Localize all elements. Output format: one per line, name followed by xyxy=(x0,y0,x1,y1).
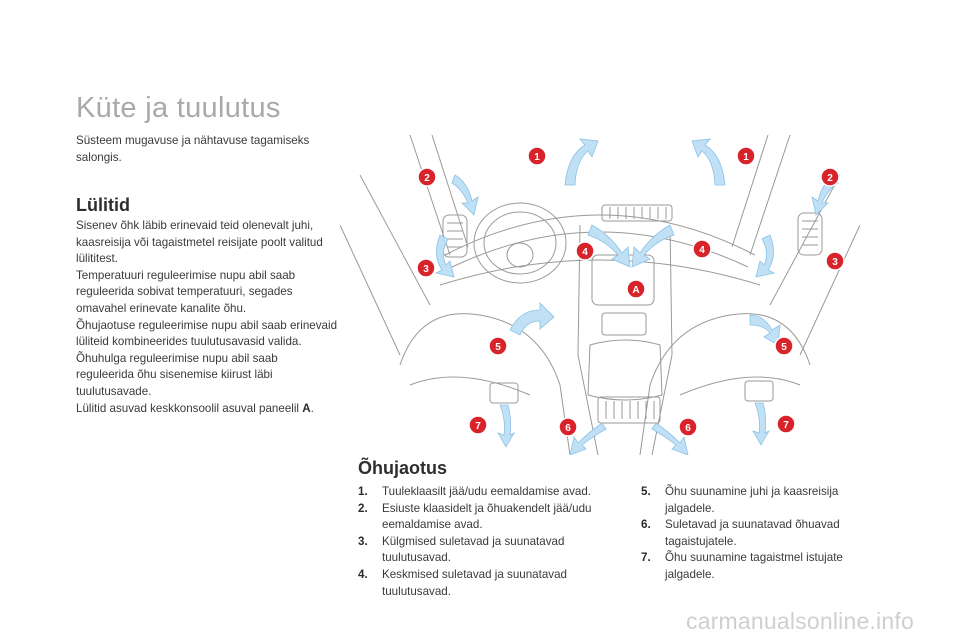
section-title-distribution: Õhujaotus xyxy=(358,458,447,478)
item-number: 7. xyxy=(641,551,651,565)
item-number: 3. xyxy=(358,534,368,548)
svg-text:7: 7 xyxy=(475,421,481,432)
badge-1-right: 1 xyxy=(736,146,756,166)
badge-2-right: 2 xyxy=(820,167,840,187)
badge-a: A xyxy=(626,279,646,299)
svg-text:7: 7 xyxy=(783,420,789,431)
badge-5-right: 5 xyxy=(774,336,794,356)
list-item: 1. Tuuleklaasilt jää/udu eemaldamise avad… xyxy=(358,484,618,501)
final-suffix: . xyxy=(310,401,314,415)
item-number: 2. xyxy=(358,501,368,515)
svg-text:2: 2 xyxy=(827,173,833,184)
badge-3-left: 3 xyxy=(416,258,436,278)
svg-text:6: 6 xyxy=(565,423,571,434)
switches-paragraph-final: Lülitid asuvad keskkonsoolil asuval pane… xyxy=(76,401,338,418)
list-item: 3. Külgmised suletavad ja suunatavad tuul… xyxy=(358,534,618,567)
badge-4-right: 4 xyxy=(692,239,712,259)
badge-1-left: 1 xyxy=(527,146,547,166)
badge-5-left: 5 xyxy=(488,336,508,356)
item-text: Õhu suunamine tagaistmel istujate jalgad… xyxy=(665,551,843,581)
svg-text:1: 1 xyxy=(534,152,540,163)
item-text: Tuuleklaasilt jää/udu eemaldamise avad. xyxy=(382,485,592,498)
svg-text:2: 2 xyxy=(424,173,430,184)
svg-text:3: 3 xyxy=(423,264,429,275)
watermark: carmanualsonline.info xyxy=(686,608,914,634)
list-item: 6. Suletavad ja suunatavad õhuavad tagais… xyxy=(641,517,871,550)
svg-text:4: 4 xyxy=(699,245,705,256)
list-item: 4. Keskmised suletavad ja suunatavad tuul… xyxy=(358,567,618,600)
badge-4-left: 4 xyxy=(575,241,595,261)
distribution-list-right: 5. Õhu suunamine juhi ja kaasreisija jalg… xyxy=(641,484,871,584)
badge-7-left: 7 xyxy=(468,415,488,435)
switches-paragraph: Õhuhulga reguleerimise nupu abil saab re… xyxy=(76,351,278,398)
list-item: 5. Õhu suunamine juhi ja kaasreisija jalg… xyxy=(641,484,871,517)
badge-3-right: 3 xyxy=(825,251,845,271)
switches-paragraph: Õhujaotuse reguleerimise nupu abil saab … xyxy=(76,318,338,349)
badge-6-right: 6 xyxy=(678,417,698,437)
svg-text:A: A xyxy=(632,285,639,296)
svg-text:6: 6 xyxy=(685,423,691,434)
item-number: 4. xyxy=(358,567,368,581)
badge-2-left: 2 xyxy=(417,167,437,187)
item-number: 1. xyxy=(358,485,368,498)
badge-6-left: 6 xyxy=(558,417,578,437)
item-number: 6. xyxy=(641,518,651,532)
cabin-illustration: 1 1 2 2 3 3 4 4 5 5 6 6 7 7 A xyxy=(340,135,860,455)
item-text: Esiuste klaasidelt ja õhuakendelt jää/ud… xyxy=(382,501,592,532)
switches-paragraph: Temperatuuri reguleerimise nupu abil saa… xyxy=(76,268,296,315)
item-text: Keskmised suletavad ja suunatavad tuulut… xyxy=(382,567,567,598)
svg-text:1: 1 xyxy=(743,152,749,163)
distribution-list-left: 1. Tuuleklaasilt jää/udu eemaldamise avad… xyxy=(358,484,618,600)
item-text: Külgmised suletavad ja suunatavad tuulut… xyxy=(382,534,565,565)
item-number: 5. xyxy=(641,485,651,498)
airflow-arrows xyxy=(434,138,839,455)
panel-label: A xyxy=(302,401,311,415)
switches-body: Sisenev õhk läbib erinevaid teid oleneva… xyxy=(76,218,338,417)
svg-text:4: 4 xyxy=(582,247,588,258)
page-title: Küte ja tuulutus xyxy=(76,92,281,124)
list-item: 7. Õhu suunamine tagaistmel istujate jalg… xyxy=(641,550,871,583)
intro-text: Süsteem mugavuse ja nähtavuse tagamiseks… xyxy=(76,134,310,164)
item-text: Õhu suunamine juhi ja kaasreisija jalgad… xyxy=(665,485,839,515)
badge-7-right: 7 xyxy=(776,414,796,434)
svg-text:5: 5 xyxy=(781,342,787,353)
svg-text:5: 5 xyxy=(495,342,501,353)
switches-paragraph: Sisenev õhk läbib erinevaid teid oleneva… xyxy=(76,219,323,266)
svg-text:3: 3 xyxy=(832,257,838,268)
badges: 1 1 2 2 3 3 4 4 5 5 6 6 7 7 A xyxy=(416,146,845,437)
final-prefix: Lülitid asuvad keskkonsoolil asuval pane… xyxy=(76,401,303,415)
section-title-switches: Lülitid xyxy=(76,195,130,215)
list-item: 2. Esiuste klaasidelt ja õhuakendelt jää/… xyxy=(358,501,618,534)
item-text: Suletavad ja suunatavad õhuavad tagaistu… xyxy=(665,518,840,548)
